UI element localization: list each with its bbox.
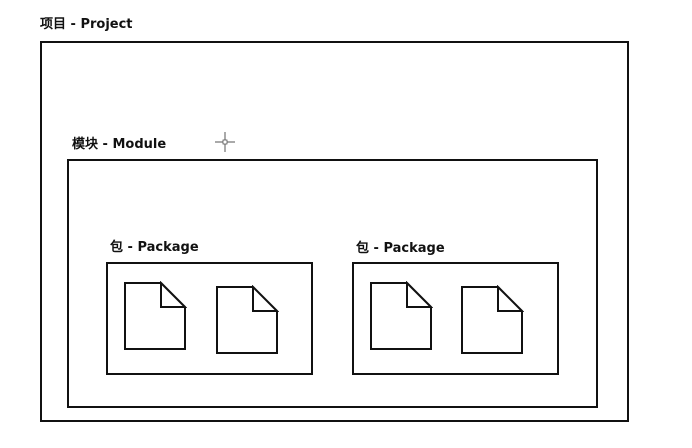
project-label: 项目 - Project	[40, 17, 133, 32]
crosshair-cursor-icon	[215, 132, 235, 152]
module-box	[67, 159, 598, 408]
document-icon	[124, 281, 187, 350]
package-box-2	[352, 262, 559, 375]
document-icon	[461, 285, 524, 354]
module-label: 模块 - Module	[72, 137, 167, 152]
document-icon	[370, 281, 433, 350]
document-icon	[216, 285, 279, 354]
package-label-2: 包 - Package	[356, 241, 445, 256]
package-label-1: 包 - Package	[110, 240, 199, 255]
project-box	[40, 41, 629, 422]
package-box-1	[106, 262, 313, 375]
